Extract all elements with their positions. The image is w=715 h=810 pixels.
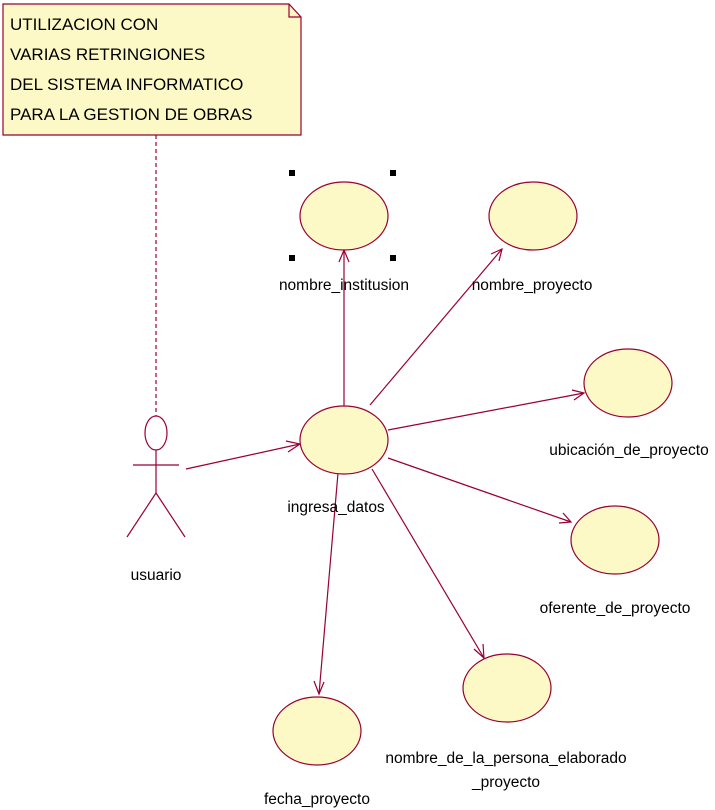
edge-to-persona	[371, 468, 485, 660]
usecase-oferente-de-proyecto[interactable]	[570, 505, 660, 575]
usecase-fecha-proyecto[interactable]	[272, 696, 362, 766]
selection-handles[interactable]	[289, 170, 396, 261]
usecase-nombre-persona-elaborado[interactable]	[462, 653, 552, 723]
usecase-ingresa-datos[interactable]	[299, 405, 389, 475]
usecase-nombre-institusion-label: nombre_institusion	[279, 277, 409, 294]
selection-handle-bottom-left[interactable]	[289, 255, 295, 261]
note-line-4: PARA LA GESTION DE OBRAS	[10, 105, 252, 124]
note[interactable]: UTILIZACION CON VARIAS RETRINGIONES DEL …	[2, 3, 302, 136]
association-usuario-ingresa	[185, 440, 302, 470]
selection-handle-top-right[interactable]	[390, 170, 396, 176]
note-line-1: UTILIZACION CON	[10, 15, 158, 34]
usecase-fecha-proyecto-label: fecha_proyecto	[264, 791, 370, 808]
actor-usuario[interactable]	[126, 415, 186, 538]
usecase-nombre-proyecto[interactable]	[488, 181, 578, 251]
selection-handle-top-left[interactable]	[289, 170, 295, 176]
selection-handle-bottom-right[interactable]	[390, 255, 396, 261]
note-line-3: DEL SISTEMA INFORMATICO	[10, 75, 243, 94]
usecase-nombre-proyecto-label: nombre_proyecto	[472, 277, 593, 294]
edge-to-oferente	[387, 457, 573, 524]
usecase-nombre-institusion[interactable]	[299, 181, 389, 251]
edge-to-ubicacion	[387, 389, 586, 431]
usecase-oferente-de-proyecto-label: oferente_de_proyecto	[540, 600, 691, 617]
usecase-persona-label-line1: nombre_de_la_persona_elaborado	[385, 750, 626, 767]
edge-to-nombre-proyecto	[369, 247, 503, 406]
usecase-ingresa-datos-label: ingresa_datos	[287, 499, 385, 516]
edge-to-fecha	[313, 472, 339, 696]
usecase-ubicacion-de-proyecto[interactable]	[583, 348, 673, 418]
note-line-2: VARIAS RETRINGIONES	[10, 45, 205, 64]
actor-label: usuario	[131, 567, 182, 584]
usecase-ubicacion-de-proyecto-label: ubicación_de_proyecto	[549, 442, 708, 459]
edge-to-nombre-institusion	[338, 248, 350, 407]
usecase-persona-label-line2: _proyecto	[471, 774, 540, 791]
